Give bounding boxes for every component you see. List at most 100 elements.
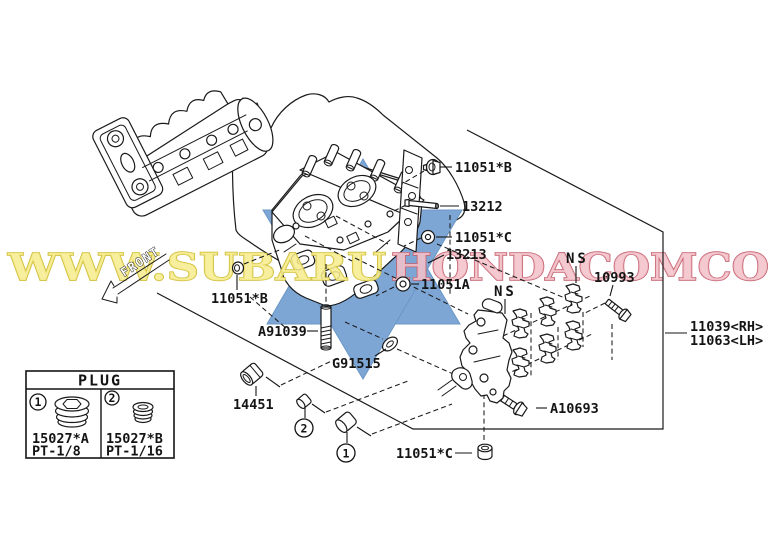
alignment-dash-line (375, 286, 395, 297)
art-detail-shape (323, 159, 333, 167)
label-13212: 13212 (462, 199, 503, 215)
assembly-plane-outline (156, 129, 664, 430)
art-subgroup (511, 347, 530, 378)
leader-line (374, 348, 387, 357)
cylinder-head-art (271, 144, 425, 307)
art-shape (619, 308, 632, 323)
art-shape (422, 163, 428, 172)
plug1-art (54, 396, 90, 428)
cap-14451-art (240, 362, 264, 386)
art-shape (476, 317, 486, 327)
bolt-10993-art (604, 298, 632, 323)
art-shape (323, 144, 340, 166)
art-shape (564, 320, 583, 351)
art-subgroup (345, 149, 362, 172)
art-shape (489, 388, 497, 396)
art-detail-shape (111, 134, 120, 143)
art-detail-shape (346, 181, 356, 191)
art-detail-shape (543, 304, 553, 317)
art-shape (538, 333, 557, 364)
art-detail-shape (459, 373, 467, 381)
art-shape (227, 123, 239, 135)
label-11051C-bottom: 11051*C (396, 446, 453, 462)
art-detail-shape (316, 211, 326, 221)
art-detail-shape (99, 124, 156, 201)
alignment-dash-line (354, 257, 469, 315)
label-A91039: A91039 (258, 324, 307, 340)
watermark-text: WWW.SUBARU HONDACOMCO (6, 244, 770, 289)
callout-circle (336, 443, 356, 463)
leader-line (311, 403, 326, 414)
art-shape (54, 396, 90, 412)
art-detail-shape (428, 162, 436, 172)
art-detail-shape (569, 328, 579, 341)
label-A10693: A10693 (550, 401, 599, 417)
callout-numbers: 2 1 (294, 408, 356, 463)
alignment-dash-line (243, 248, 283, 265)
art-detail-shape (327, 271, 341, 281)
rocker-assembly-art (437, 283, 583, 404)
art-shape (301, 155, 318, 177)
label-ns-2: NS (566, 251, 589, 267)
watermark-right-text: HONDACOMCO (391, 245, 769, 289)
art-detail-shape (320, 329, 332, 333)
art-subgroup (92, 117, 164, 209)
art-detail-shape (386, 340, 394, 348)
art-detail-shape (172, 166, 194, 186)
leader-line (356, 426, 372, 437)
callout-circle (104, 390, 120, 406)
art-detail-shape (62, 399, 82, 409)
art-shape (152, 161, 164, 174)
camshaft-case-art (92, 90, 274, 217)
label-11039-rh: 11039<RH> (690, 319, 763, 335)
art-shape (432, 159, 441, 176)
label-14451: 14451 (233, 397, 274, 413)
art-detail-shape (400, 207, 418, 215)
art-subgroup (538, 296, 557, 327)
rocker-bracket-art (459, 309, 513, 404)
art-detail-shape (345, 164, 355, 172)
art-detail-shape (320, 325, 332, 329)
art-shape (399, 280, 407, 288)
art-shape (538, 296, 557, 327)
washer-11051C-top-art (420, 229, 436, 245)
art-detail-shape (320, 345, 332, 351)
rocker-bracket-top-lump (481, 298, 503, 314)
art-detail-shape (283, 243, 297, 253)
art-detail-shape (473, 355, 501, 363)
art-detail-shape (375, 239, 391, 253)
plug1-thread-size: PT-1/8 (32, 444, 81, 460)
art-shape (514, 402, 528, 417)
alignment-dash-line (396, 348, 461, 378)
plug1-num: 1 (35, 395, 42, 409)
art-detail-shape (234, 264, 240, 272)
art-shape (424, 233, 432, 241)
front-arrow-icon (101, 253, 170, 304)
art-shape (345, 149, 362, 171)
art-detail-shape (359, 191, 369, 201)
art-shape (477, 443, 493, 453)
art-shape (240, 371, 254, 386)
art-detail-shape (516, 316, 526, 329)
art-shape (369, 159, 386, 181)
art-shape (335, 419, 348, 433)
art-detail-shape (441, 385, 457, 397)
art-detail-shape (404, 218, 412, 226)
art-detail-shape (320, 337, 332, 341)
art-detail-shape (516, 355, 526, 368)
nut-11051C-bottom-art (477, 443, 493, 461)
art-shape (353, 279, 379, 299)
rocker-clip-set (511, 283, 583, 378)
art-detail-shape (137, 404, 149, 410)
art-detail-shape (320, 304, 332, 310)
plug-table-border (25, 370, 175, 459)
art-shape (386, 210, 394, 218)
grommet-11051A-art (395, 276, 411, 292)
art-shape (564, 283, 583, 314)
art-shape (511, 347, 530, 378)
small-parts-art (231, 158, 632, 461)
art-detail-shape (481, 445, 489, 451)
callout-circle (294, 418, 314, 438)
bracket-ear-art (451, 367, 473, 390)
stud-13212-art (404, 198, 440, 210)
